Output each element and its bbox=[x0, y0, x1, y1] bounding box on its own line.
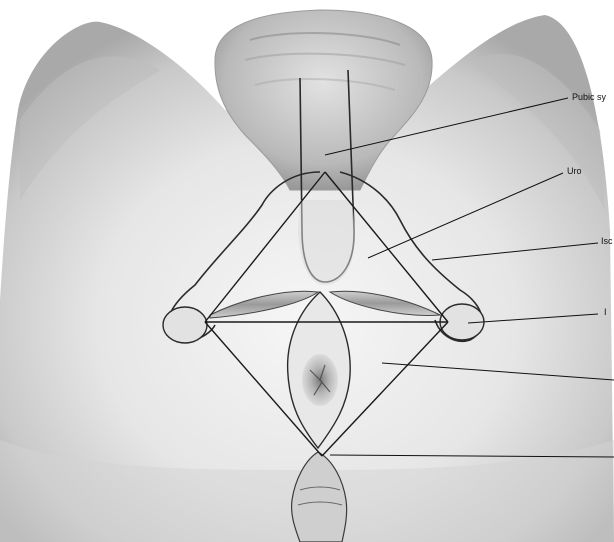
label-pubic-symphysis: Pubic sy bbox=[572, 92, 606, 102]
label-ischial-tuberosity: I bbox=[604, 307, 607, 317]
left-ischial-tuberosity bbox=[163, 307, 207, 343]
label-urogenital: Uro bbox=[567, 166, 582, 176]
label-ischial: Isc bbox=[601, 236, 613, 246]
